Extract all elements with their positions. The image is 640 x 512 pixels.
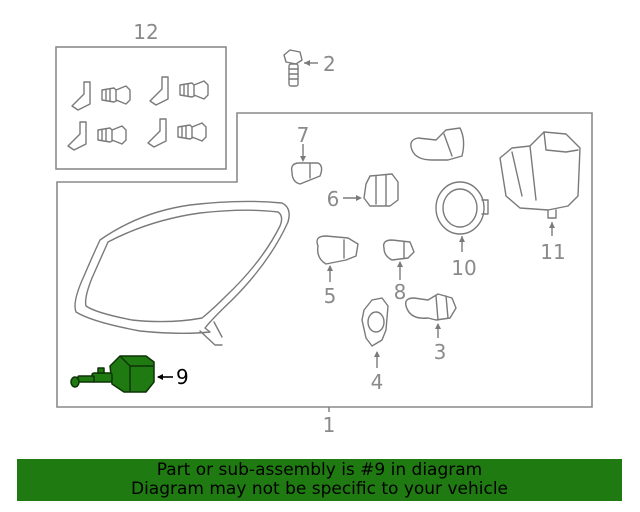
callout-5: 5 <box>324 284 337 308</box>
banner-line-2: Diagram may not be specific to your vehi… <box>130 479 508 499</box>
headlamp-housing <box>74 200 290 346</box>
callout-3: 3 <box>434 340 447 364</box>
bulb-part-3 <box>404 293 457 338</box>
callout-9: 9 <box>176 365 189 389</box>
hardware-kit-frame <box>55 46 227 170</box>
ring-part-10 <box>435 181 489 252</box>
hardware-kit-parts <box>67 76 209 151</box>
adjuster-part-9 <box>70 355 173 393</box>
fitment-banner: Part or sub-assembly is #9 in diagram Di… <box>17 459 622 501</box>
callout-12: 12 <box>133 20 158 44</box>
callout-8: 8 <box>394 280 407 304</box>
callout-4: 4 <box>371 370 384 394</box>
socket-part-6 <box>343 173 399 207</box>
callout-10: 10 <box>451 256 476 280</box>
banner-line-1: Part or sub-assembly is #9 in diagram <box>156 460 483 480</box>
bulb-part-8 <box>382 239 415 280</box>
callout-2: 2 <box>323 52 336 76</box>
cover-part-11 <box>499 131 581 236</box>
assembly-frame <box>56 112 593 408</box>
bulb-part-4 <box>361 297 389 368</box>
bulb-part-7 <box>290 144 323 185</box>
callout-6: 6 <box>327 187 340 211</box>
screw-part-2 <box>283 49 318 87</box>
callout-1: 1 <box>323 413 336 437</box>
halogen-bulb-top <box>410 127 465 161</box>
bulb-part-5 <box>316 235 359 282</box>
parts-diagram: 12 2 7 6 5 8 10 11 3 4 9 1 <box>55 20 593 437</box>
callout-7: 7 <box>297 123 310 147</box>
callout-11: 11 <box>540 240 565 264</box>
